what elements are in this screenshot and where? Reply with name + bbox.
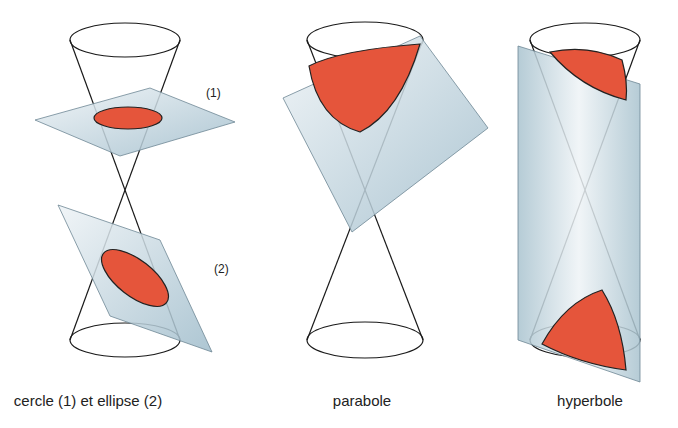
cutting-plane <box>58 205 212 352</box>
callout-number: (2) <box>214 262 229 276</box>
hyperbola-branch <box>550 49 627 100</box>
callout-number: (1) <box>206 86 221 100</box>
ellipse-section <box>92 239 177 317</box>
cutting-plane <box>518 46 640 382</box>
cone-rim <box>70 23 180 57</box>
cutting-plane <box>283 36 488 232</box>
caption-text: hyperbole <box>557 392 623 410</box>
parabola-section <box>309 44 420 132</box>
cone-rim <box>307 322 423 358</box>
caption-text: cercle (1) et ellipse (2) <box>14 392 162 410</box>
caption-text: parabole <box>333 392 391 410</box>
circle-section <box>94 107 162 129</box>
hyperbola-branch <box>542 290 626 370</box>
cutting-plane <box>35 88 235 156</box>
